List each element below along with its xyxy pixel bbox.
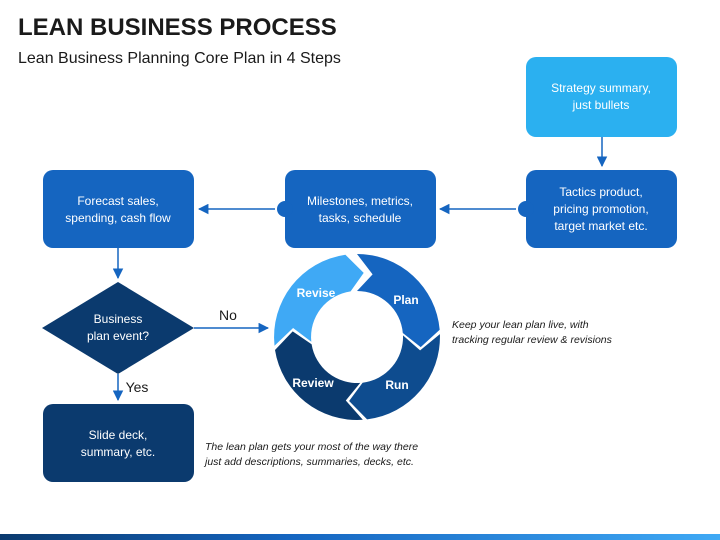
forecast-line-1: Forecast sales, (77, 194, 158, 208)
strategy-line-1: Strategy summary, (551, 81, 651, 95)
decision-diamond: Business plan event? (42, 282, 194, 374)
page-subtitle: Lean Business Planning Core Plan in 4 St… (18, 50, 341, 67)
bottom-note: The lean plan gets your most of the way … (205, 440, 418, 470)
milestones-line-1: Milestones, metrics, (307, 194, 413, 208)
cycle-segment-revise (274, 254, 364, 346)
cycle-label-plan: Plan (393, 293, 418, 307)
tactics-line-2: pricing promotion, (553, 202, 648, 216)
cycle-segment-review (275, 331, 363, 421)
tactics-box: Tactics product, pricing promotion, targ… (518, 170, 677, 248)
tactics-line-1: Tactics product, (559, 185, 642, 199)
decision-line-1: Business (94, 312, 143, 326)
lean-cycle: Plan Run Review Revise (274, 254, 440, 421)
cycle-note: Keep your lean plan live, with tracking … (452, 318, 612, 348)
milestones-line-2: tasks, schedule (319, 211, 402, 225)
no-label: No (219, 307, 237, 323)
slide-line-2: summary, etc. (81, 445, 155, 459)
cycle-label-review: Review (292, 376, 334, 390)
bottom-note-line-2: just add descriptions, summaries, decks,… (205, 456, 414, 468)
cycle-segment-plan (357, 254, 440, 348)
slide-line-1: Slide deck, (89, 428, 148, 442)
connector-dot (518, 201, 534, 217)
strategy-summary-box: Strategy summary, just bullets (526, 57, 677, 137)
bottom-accent-bar (0, 534, 720, 540)
strategy-line-2: just bullets (572, 98, 630, 112)
page-title: LEAN BUSINESS PROCESS (18, 14, 337, 41)
milestones-box: Milestones, metrics, tasks, schedule (277, 170, 436, 248)
bottom-note-line-1: The lean plan gets your most of the way … (205, 441, 419, 453)
cycle-note-line-2: tracking regular review & revisions (452, 334, 612, 346)
tactics-line-3: target market etc. (554, 219, 647, 233)
slide-deck-box: Slide deck, summary, etc. (43, 404, 194, 482)
decision-line-2: plan event? (87, 329, 149, 343)
cycle-label-revise: Revise (297, 286, 336, 300)
forecast-line-2: spending, cash flow (65, 211, 171, 225)
cycle-note-line-1: Keep your lean plan live, with (452, 319, 589, 331)
connector-dot (277, 201, 293, 217)
cycle-segment-run (349, 334, 440, 420)
cycle-label-run: Run (385, 378, 408, 392)
yes-label: Yes (126, 379, 149, 395)
forecast-box: Forecast sales, spending, cash flow (43, 170, 194, 248)
